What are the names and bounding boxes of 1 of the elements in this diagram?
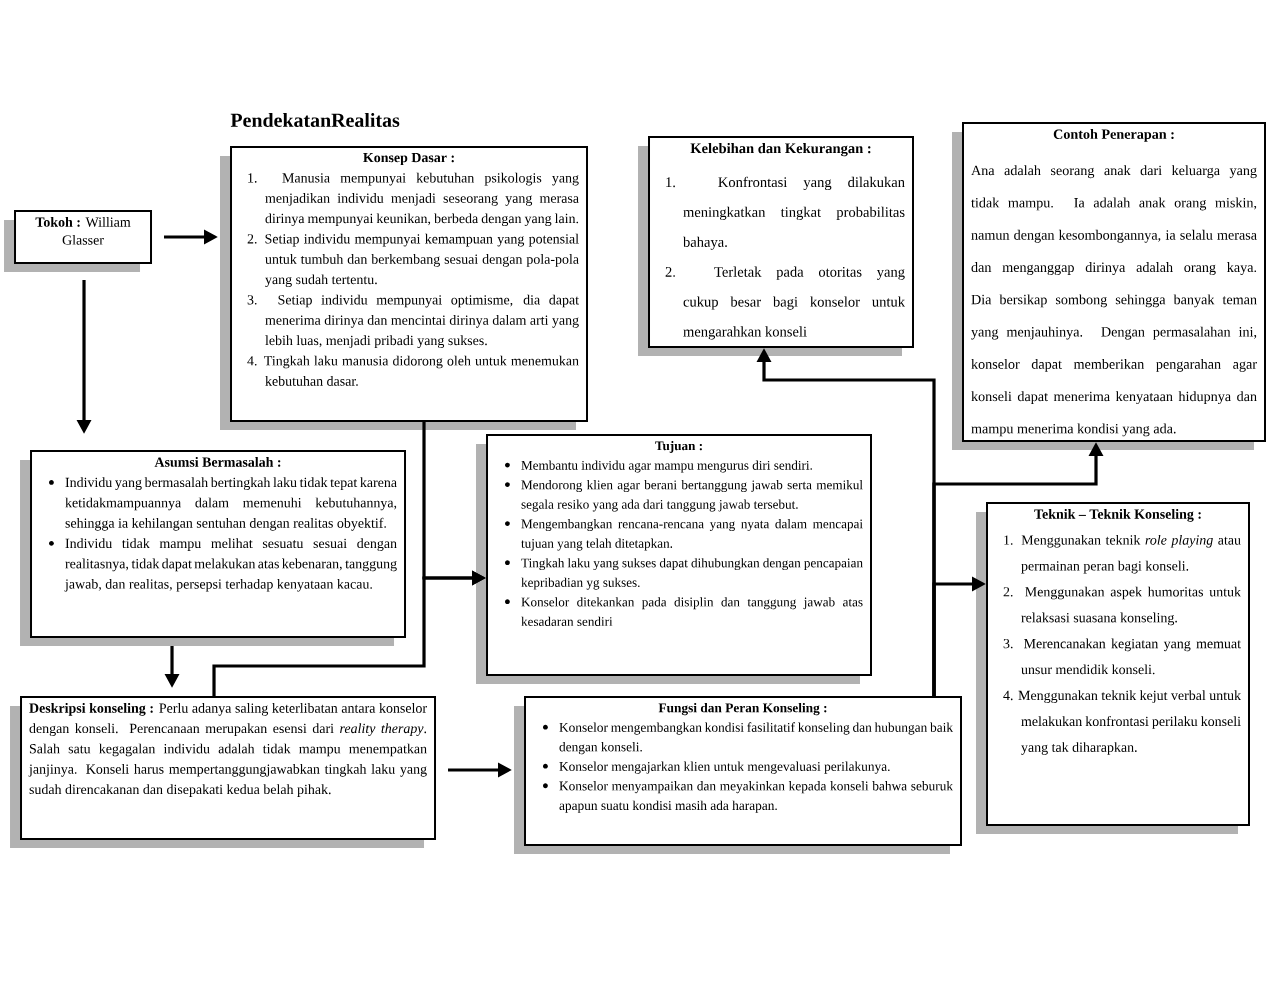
title: PendekatanRealitas [230,112,400,127]
